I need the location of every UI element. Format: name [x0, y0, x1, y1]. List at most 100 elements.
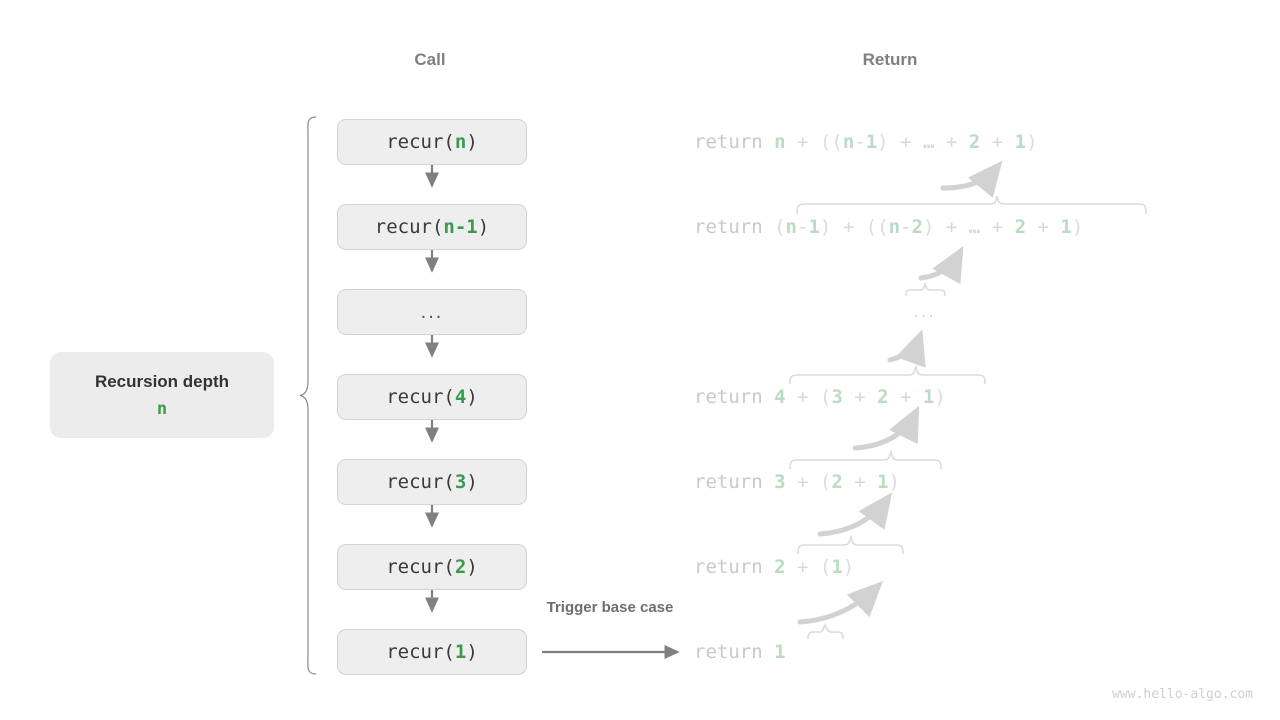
call-box-prefix: recur( — [386, 556, 455, 578]
return-token: 2 — [1014, 216, 1027, 238]
call-box[interactable]: recur(3) — [337, 459, 527, 505]
return-expression: return 4 + (3 + 2 + 1) — [694, 388, 946, 407]
trigger-base-case-label: Trigger base case — [546, 599, 674, 616]
return-token: 1 — [774, 641, 786, 663]
return-token: 1 — [1014, 131, 1027, 153]
return-token: n — [842, 131, 855, 153]
return-token: ( — [877, 216, 889, 238]
call-box-ellipsis: ... — [337, 289, 527, 335]
return-token: + — [842, 216, 855, 238]
call-box-arg: n — [454, 131, 467, 153]
call-box-arg: 4 — [454, 386, 467, 408]
return-token: ( — [819, 471, 832, 493]
call-box[interactable]: recur(n-1) — [337, 204, 527, 250]
call-box-suffix: ) — [466, 471, 478, 493]
return-token: ) — [819, 216, 832, 238]
column-header-call: Call — [414, 50, 446, 69]
return-token: 1 — [865, 131, 878, 153]
return-token: return — [694, 131, 763, 153]
return-token: 3 — [831, 386, 843, 408]
call-box-arg: 1 — [454, 641, 467, 663]
return-expression: return 3 + (2 + 1) — [694, 473, 900, 492]
call-box-arg: n-1 — [443, 216, 478, 238]
return-token: ) — [877, 131, 889, 153]
call-box-prefix: recur( — [386, 131, 455, 153]
return-token: ) — [922, 216, 935, 238]
return-token: ( — [819, 386, 832, 408]
return-token: ) — [1026, 131, 1038, 153]
return-token: + — [797, 386, 809, 408]
return-token: + — [945, 216, 958, 238]
return-token: + — [900, 386, 912, 408]
call-box[interactable]: recur(4) — [337, 374, 527, 420]
return-expression: return (n-1) + ((n-2) + … + 2 + 1) — [694, 218, 1083, 237]
return-token: 4 — [774, 386, 786, 408]
call-box[interactable]: recur(2) — [337, 544, 527, 590]
call-box-prefix: recur( — [374, 216, 444, 238]
call-box-suffix: ) — [466, 131, 478, 153]
recursion-depth-value: n — [156, 398, 168, 419]
return-token: ( — [774, 216, 786, 238]
return-token: ) — [842, 556, 855, 578]
return-token: 2 — [911, 216, 923, 238]
return-token: ) — [934, 386, 946, 408]
call-box[interactable]: recur(n) — [337, 119, 527, 165]
return-token: ( — [865, 216, 878, 238]
return-token: n — [785, 216, 797, 238]
return-expression: return n + ((n-1) + … + 2 + 1) — [694, 133, 1038, 152]
recursion-depth-title: Recursion depth — [94, 371, 230, 391]
return-token: 1 — [1060, 216, 1072, 238]
call-box-arg: 3 — [454, 471, 467, 493]
return-token: + — [797, 131, 809, 153]
return-token: return — [694, 216, 763, 238]
return-token: + — [854, 471, 866, 493]
call-box-arg: 2 — [454, 556, 467, 578]
return-expression: return 2 + (1) — [694, 558, 854, 577]
return-token: + — [945, 131, 958, 153]
column-header-return: Return — [862, 50, 918, 69]
return-token: n — [888, 216, 901, 238]
return-token: return — [694, 471, 763, 493]
return-token: 2 — [831, 471, 843, 493]
return-token: … — [922, 131, 935, 153]
return-token: 1 — [831, 556, 843, 578]
return-token: 1 — [922, 386, 935, 408]
call-box[interactable]: recur(1) — [337, 629, 527, 675]
return-token: - — [797, 216, 809, 238]
call-box-suffix: ) — [466, 641, 478, 663]
return-token: + — [991, 131, 1004, 153]
return-token: + — [1037, 216, 1049, 238]
call-box-suffix: ) — [466, 556, 478, 578]
watermark: www.hello-algo.com — [1112, 687, 1253, 702]
call-box-prefix: recur( — [386, 471, 455, 493]
return-token: + — [991, 216, 1004, 238]
call-box-prefix: recur( — [386, 641, 455, 663]
call-box-suffix: ) — [466, 386, 478, 408]
return-token: return — [694, 641, 763, 663]
return-token: n — [774, 131, 786, 153]
return-token: - — [900, 216, 912, 238]
return-token: 1 — [877, 471, 889, 493]
call-box-prefix: recur( — [386, 386, 455, 408]
return-token: + — [797, 556, 809, 578]
return-token: return — [694, 556, 763, 578]
return-token: ) — [888, 471, 901, 493]
return-token: ( — [819, 556, 832, 578]
recursion-depth-label: Recursion depth n — [50, 352, 274, 438]
return-token: - — [854, 131, 866, 153]
return-token: 2 — [968, 131, 981, 153]
return-token: 2 — [774, 556, 786, 578]
return-token: ( — [819, 131, 832, 153]
return-token: … — [968, 216, 981, 238]
return-token: + — [900, 131, 912, 153]
return-ellipsis: ... — [913, 302, 937, 321]
return-token: + — [797, 471, 809, 493]
return-token: ) — [1071, 216, 1084, 238]
call-box-suffix: ) — [477, 216, 490, 238]
return-token: 2 — [877, 386, 889, 408]
return-token: return — [694, 386, 763, 408]
return-token: + — [854, 386, 866, 408]
return-token: ( — [831, 131, 843, 153]
return-token: 3 — [774, 471, 786, 493]
